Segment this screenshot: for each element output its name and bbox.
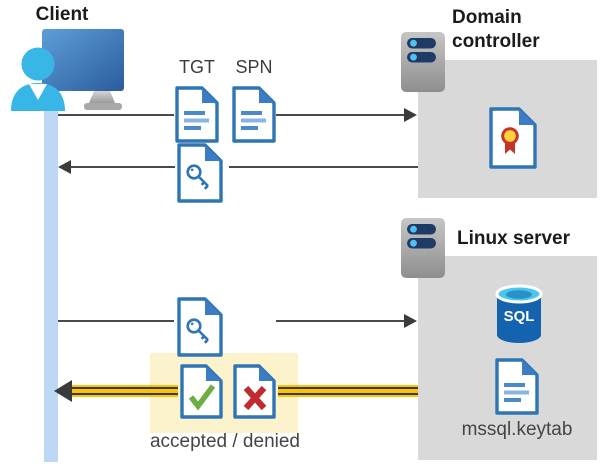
sql-label: SQL [504,308,535,325]
arrow-ticket-head [58,160,71,174]
result-label: accepted / denied [149,431,300,452]
domain-controller-server-icon [401,32,445,92]
check-document-icon [180,364,223,419]
domain-controller-title: Domain controller [452,7,540,52]
client-title: Client [35,4,89,25]
linux-server-title: Linux server [457,228,570,249]
cross-document-icon [233,364,276,419]
linux-server-icon [401,218,445,278]
spn-label: SPN [235,57,273,77]
keytab-document-icon [495,358,539,415]
spn-document-icon [232,86,276,143]
client-lifeline [44,88,58,462]
arrow-present-line-right [276,320,404,322]
arrow-result-line-left [72,385,178,397]
arrow-request-line-left [58,114,174,116]
key-document-icon [177,143,223,203]
arrow-request-head [404,108,417,122]
key-document-icon [177,297,223,357]
arrow-result-head [54,380,72,402]
tgt-document-icon [175,86,219,143]
arrow-result-line-right [278,385,418,397]
arrow-ticket-line-right [229,166,418,168]
arrow-ticket-line-left [71,166,175,168]
arrow-present-head [404,314,417,328]
tgt-label: TGT [179,57,215,77]
arrow-request-line-right [276,114,404,116]
certificate-document-icon [489,107,537,169]
person-at-monitor-icon [11,29,124,111]
keytab-label: mssql.keytab [461,419,573,440]
arrow-present-line-left [58,320,174,322]
sql-database-icon: SQL [495,284,543,343]
